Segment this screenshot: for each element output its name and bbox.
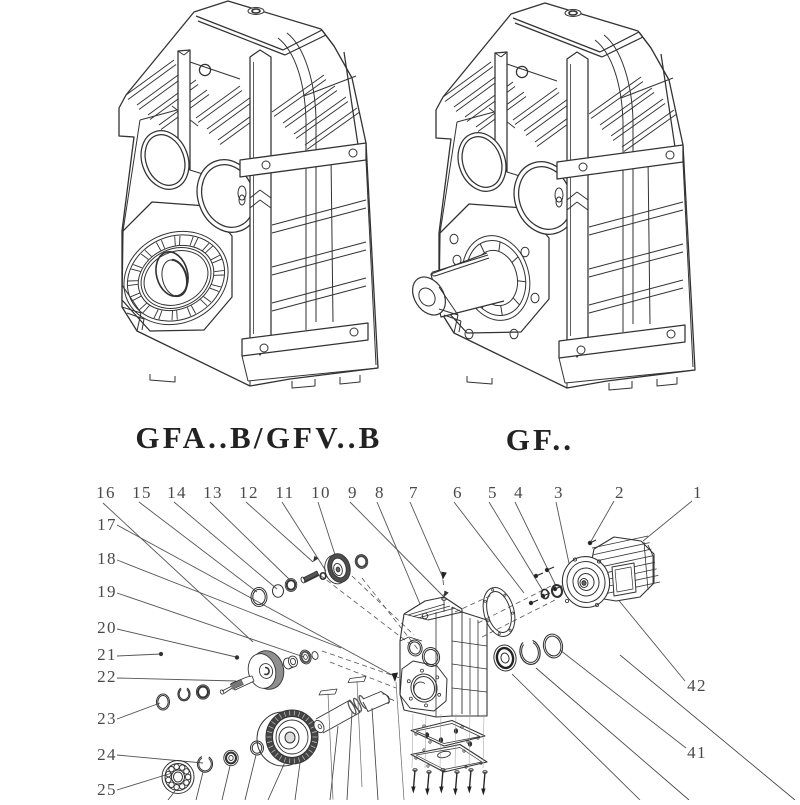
- svg-text:42: 42: [687, 676, 707, 695]
- svg-text:20: 20: [97, 618, 117, 637]
- svg-text:18: 18: [97, 549, 117, 568]
- svg-text:3: 3: [554, 483, 564, 502]
- svg-text:24: 24: [97, 745, 117, 764]
- svg-text:16: 16: [96, 483, 116, 502]
- svg-text:13: 13: [203, 483, 223, 502]
- svg-text:22: 22: [97, 667, 117, 686]
- svg-text:17: 17: [97, 515, 117, 534]
- svg-text:25: 25: [97, 780, 117, 799]
- svg-text:GFA..B/GFV..B: GFA..B/GFV..B: [135, 420, 382, 455]
- svg-text:4: 4: [514, 483, 524, 502]
- svg-text:9: 9: [348, 483, 358, 502]
- svg-text:6: 6: [453, 483, 463, 502]
- svg-text:5: 5: [488, 483, 498, 502]
- svg-text:41: 41: [687, 743, 707, 762]
- svg-text:11: 11: [275, 483, 294, 502]
- svg-text:19: 19: [97, 582, 117, 601]
- svg-text:7: 7: [409, 483, 419, 502]
- svg-text:12: 12: [239, 483, 259, 502]
- svg-text:GF..: GF..: [506, 422, 575, 457]
- svg-text:1: 1: [693, 483, 703, 502]
- svg-text:10: 10: [311, 483, 331, 502]
- svg-text:8: 8: [375, 483, 385, 502]
- svg-text:23: 23: [97, 709, 117, 728]
- svg-text:14: 14: [167, 483, 187, 502]
- svg-text:21: 21: [97, 645, 117, 664]
- svg-text:2: 2: [615, 483, 625, 502]
- svg-text:15: 15: [132, 483, 152, 502]
